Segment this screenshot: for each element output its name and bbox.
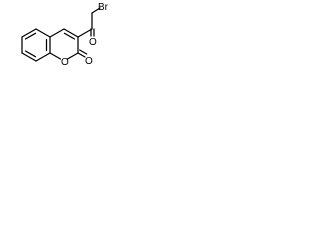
bond: [91, 7, 101, 14]
benzene-ring: [21, 28, 51, 62]
bond: [21, 52, 37, 62]
bond: [35, 52, 51, 62]
bond: [63, 28, 79, 38]
lactone-oxygen-label: O: [85, 56, 93, 67]
ketone-oxygen-label: O: [89, 37, 97, 48]
bond: [66, 52, 79, 60]
double-bond-inner: [24, 32, 37, 40]
bromine-label: Br: [98, 2, 109, 13]
lactone-carbonyl: [77, 49, 88, 58]
double-bond-inner: [24, 50, 37, 58]
bond: [21, 28, 37, 38]
bond: [77, 28, 93, 38]
chemical-structure-diagram: Br O O O: [21, 2, 109, 68]
double-bond-inner: [63, 32, 76, 40]
pyranone-ring: [49, 28, 79, 60]
ring-oxygen-label: O: [61, 57, 69, 68]
bond: [77, 52, 86, 58]
bond: [35, 28, 51, 38]
bond: [49, 28, 65, 38]
bond: [79, 49, 88, 55]
bond: [49, 52, 62, 60]
bromoacetyl-group: [77, 7, 101, 38]
